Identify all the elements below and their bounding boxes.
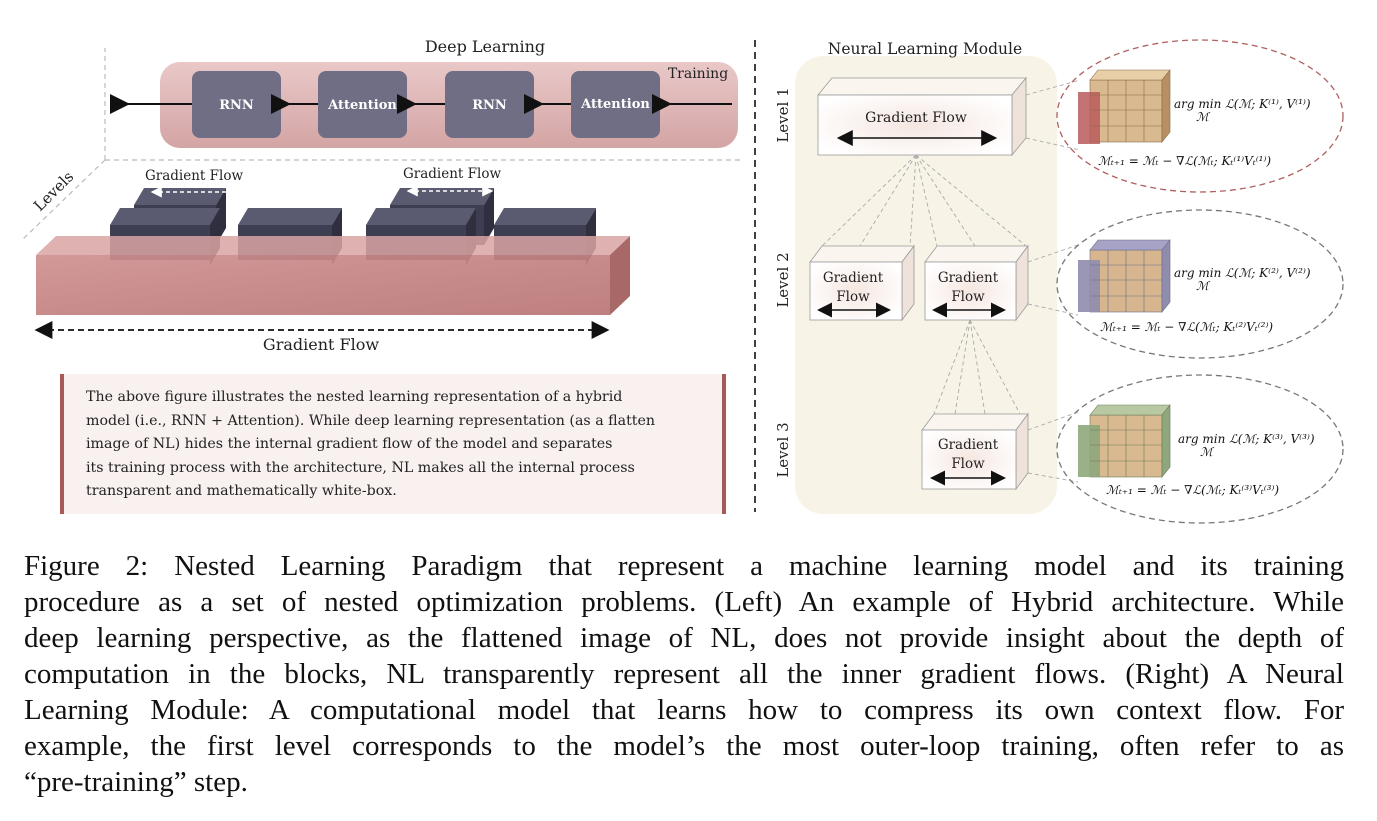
figure-caption: Figure 2: Nested Learning Paradigm that … bbox=[24, 548, 1344, 800]
level-1-label: Level 1 bbox=[774, 87, 792, 142]
description-box: The above figure illustrates the nested … bbox=[60, 374, 726, 514]
level-2-box-b-line1: Gradient bbox=[938, 270, 999, 286]
level-2-cube-stack bbox=[1078, 239, 1171, 313]
level-1-argmin: arg min ℒ(ℳ; K⁽¹⁾, V⁽¹⁾) bbox=[1174, 97, 1311, 111]
caption-line: procedure as a set of nested optimizatio… bbox=[24, 586, 1344, 618]
training-label: Training bbox=[668, 66, 728, 82]
neural-module-title: Neural Learning Module bbox=[828, 40, 1022, 58]
gradient-flow-small-2: Gradient Flow bbox=[403, 166, 501, 182]
level-3-box-line1: Gradient bbox=[938, 437, 999, 453]
level-3-ellipse bbox=[1056, 374, 1344, 524]
level-2-argmin: arg min ℒ(ℳ; K⁽²⁾, V⁽²⁾) bbox=[1174, 266, 1311, 280]
description-line: transparent and mathematically white-box… bbox=[86, 483, 397, 499]
level-2-ellipse bbox=[1056, 209, 1344, 359]
level-3-update: ℳₜ₊₁ = ℳₜ − ∇ℒ(ℳₜ; Kₜ⁽³⁾Vₜ⁽³⁾) bbox=[1106, 483, 1279, 497]
description-line: image of NL) hides the internal gradient… bbox=[86, 436, 613, 452]
level-1-cube-stack bbox=[1078, 69, 1171, 144]
level-3-box-line2: Flow bbox=[951, 456, 985, 472]
block-attention-2-label: Attention bbox=[580, 97, 650, 112]
level-3-argmin: arg min ℒ(ℳ; K⁽³⁾, V⁽³⁾) bbox=[1178, 432, 1315, 446]
level-2-box-a-line2: Flow bbox=[836, 289, 870, 305]
block-attention-1 bbox=[318, 71, 407, 138]
level-3-label: Level 3 bbox=[774, 422, 792, 477]
level-1-ellipse bbox=[1056, 39, 1344, 193]
level-connectors bbox=[821, 79, 1081, 483]
level-1-update: ℳₜ₊₁ = ℳₜ − ∇ℒ(ℳₜ; Kₜ⁽¹⁾Vₜ⁽¹⁾) bbox=[1098, 154, 1271, 168]
level-3-argmin-sub: ℳ bbox=[1200, 445, 1215, 459]
caption-line: Learning Module: A computational model t… bbox=[24, 694, 1344, 726]
caption-line: computation in the blocks, NL transparen… bbox=[24, 658, 1344, 690]
block-attention-2 bbox=[571, 71, 660, 138]
block-rnn-1 bbox=[192, 71, 281, 138]
level-3-cube-stack bbox=[1078, 404, 1171, 478]
gradient-flow-small-1: Gradient Flow bbox=[145, 168, 243, 184]
description-line: its training process with the architectu… bbox=[86, 459, 635, 476]
level-2-box-b-line2: Flow bbox=[951, 289, 985, 305]
caption-line: Figure 2: Nested Learning Paradigm that … bbox=[24, 550, 1344, 582]
level-2-box-b bbox=[924, 244, 1029, 322]
description-line: The above figure illustrates the nested … bbox=[86, 389, 623, 405]
deep-learning-title: Deep Learning bbox=[425, 37, 545, 56]
caption-line: “pre-training” step. bbox=[24, 766, 248, 798]
levels-axis-diagonal bbox=[21, 159, 106, 241]
level-1-argmin-sub: ℳ bbox=[1196, 110, 1211, 124]
level-2-argmin-sub: ℳ bbox=[1196, 279, 1211, 293]
level-2-box-a-line1: Gradient bbox=[823, 270, 884, 286]
block-attention-1-label: Attention bbox=[327, 98, 397, 113]
caption-line: example, the first level corresponds to … bbox=[24, 730, 1344, 762]
level-2-update: ℳₜ₊₁ = ℳₜ − ∇ℒ(ℳₜ; Kₜ⁽²⁾Vₜ⁽²⁾) bbox=[1100, 320, 1273, 334]
levels-label: Levels bbox=[30, 168, 77, 215]
block-rnn-2-label: RNN bbox=[472, 98, 507, 113]
gradient-slab bbox=[36, 236, 630, 315]
block-rnn-2 bbox=[445, 71, 534, 138]
level-1-box-label: Gradient Flow bbox=[865, 110, 967, 126]
caption-line: deep learning perspective, as the flatte… bbox=[24, 622, 1344, 654]
figure-graphic: Levels Deep Learning RNN Attention RNN A… bbox=[21, 37, 1344, 524]
gradient-flow-bottom-label: Gradient Flow bbox=[263, 335, 379, 354]
description-line: model (i.e., RNN + Attention). While dee… bbox=[86, 412, 656, 429]
block-rnn-1-label: RNN bbox=[219, 98, 254, 113]
level-2-label: Level 2 bbox=[774, 252, 792, 307]
